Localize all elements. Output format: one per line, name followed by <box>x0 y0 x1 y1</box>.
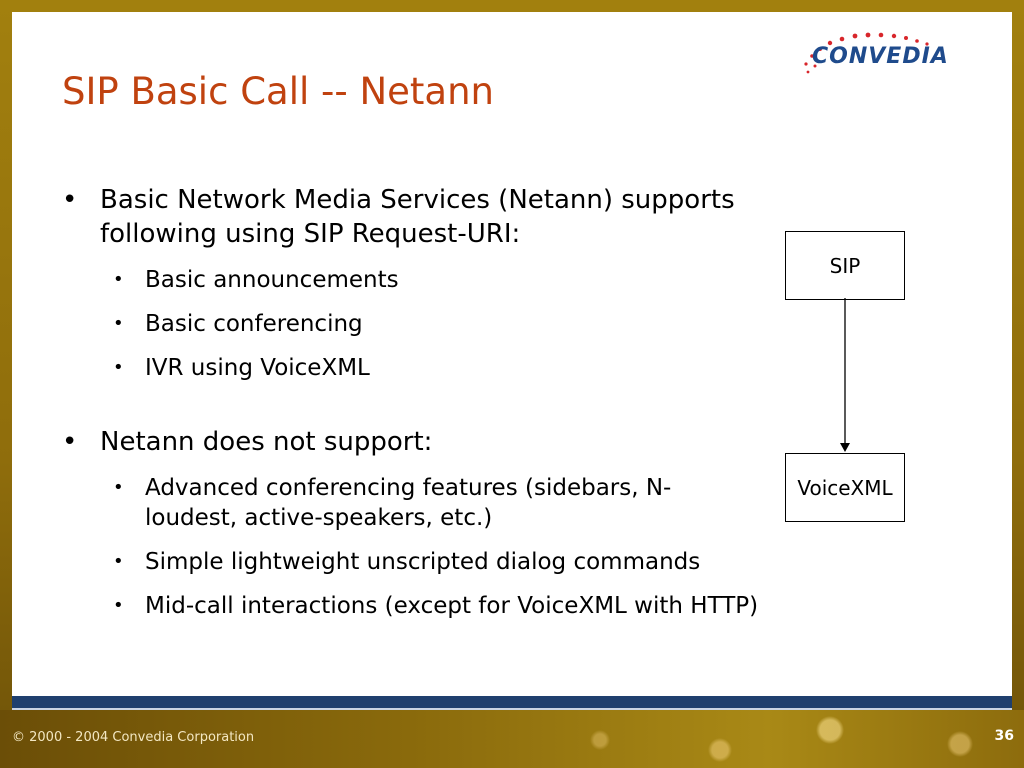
bullet-dot: • <box>113 595 124 616</box>
logo-wordmark: CONVEDIA <box>812 44 949 69</box>
sub-bullet: • Advanced conferencing features (sideba… <box>113 475 672 531</box>
slide-title: SIP Basic Call -- Netann <box>62 70 495 113</box>
diagram-box-sip: SIP <box>785 231 905 300</box>
bullet-dot: • <box>113 357 124 378</box>
bullet-netann-not-support: • Netann does not support: <box>62 427 433 457</box>
bullet-dot: • <box>113 477 124 498</box>
bullet-list: • Basic Network Media Services (Netann) … <box>62 183 782 621</box>
bullet-dot: • <box>113 313 124 334</box>
sub-bullet: • IVR using VoiceXML <box>113 355 370 381</box>
bullet-dot: • <box>62 185 78 215</box>
sub-bullet: • Basic announcements <box>113 267 399 293</box>
bullet-dot: • <box>113 551 124 572</box>
sub-bullet: • Simple lightweight unscripted dialog c… <box>113 549 701 575</box>
diagram-arrow <box>840 298 850 452</box>
copyright-text: © 2000 - 2004 Convedia Corporation <box>12 730 255 745</box>
sub-bullet: • Mid-call interactions (except for Voic… <box>113 593 759 619</box>
page-number: 36 <box>994 728 1014 744</box>
footer-background <box>0 710 1024 768</box>
footer-band <box>12 696 1012 708</box>
footer-band-light <box>12 708 1012 710</box>
bullet-dot: • <box>113 269 124 290</box>
diagram-box-voicexml: VoiceXML <box>785 453 905 522</box>
bullet-dot: • <box>62 427 78 457</box>
sub-bullet: • Basic conferencing <box>113 311 363 337</box>
convedia-logo <box>804 32 929 74</box>
bullet-netann-supports: • Basic Network Media Services (Netann) … <box>62 185 735 249</box>
